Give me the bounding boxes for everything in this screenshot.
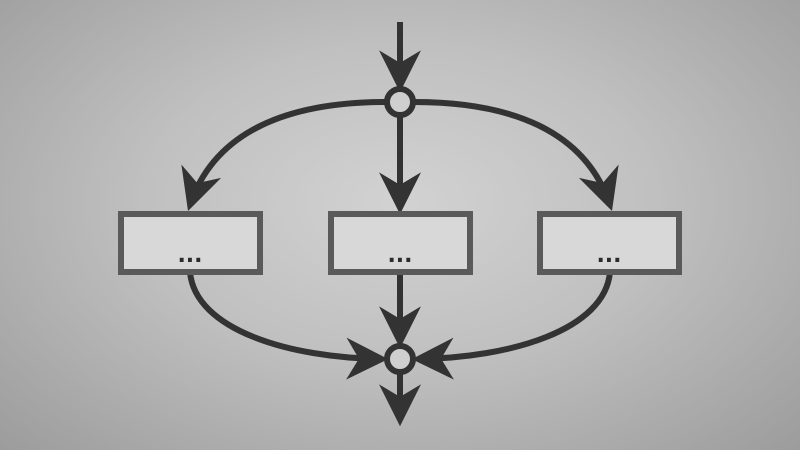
join-node xyxy=(384,343,416,375)
edge-fork-right xyxy=(413,99,619,211)
box-label-center: ... xyxy=(387,243,412,268)
edge-fork-left xyxy=(181,99,387,211)
process-box-center: ... xyxy=(328,211,473,275)
fork-node xyxy=(384,86,416,118)
box-label-left: ... xyxy=(177,243,202,268)
process-box-right: ... xyxy=(537,211,682,275)
edge-right-join xyxy=(411,271,613,380)
edge-left-join xyxy=(187,271,389,380)
process-box-left: ... xyxy=(118,211,263,275)
box-label-right: ... xyxy=(596,243,621,268)
